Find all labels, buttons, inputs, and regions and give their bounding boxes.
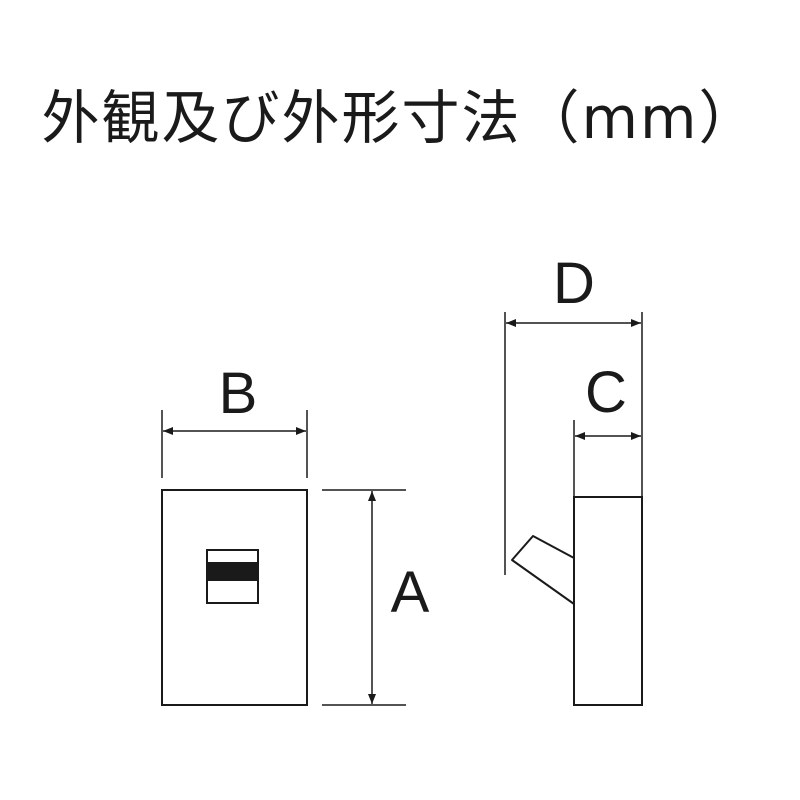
side-view-body	[573, 496, 643, 706]
dimension-b-label: B	[219, 361, 258, 426]
page-title: 外観及び外形寸法（mm）	[41, 84, 759, 152]
dimension-a: A	[322, 489, 430, 706]
dimension-a-label: A	[391, 560, 430, 625]
dimension-d-label: D	[553, 251, 595, 316]
front-view	[161, 489, 308, 706]
side-view	[511, 496, 643, 706]
front-view-body	[161, 489, 308, 706]
dimension-c-label: C	[585, 360, 627, 425]
side-view-handle	[511, 535, 575, 605]
dimension-b: B	[161, 361, 308, 478]
dimension-c: C	[573, 360, 641, 497]
breaker-handle	[207, 562, 258, 581]
dimension-d: D	[504, 251, 643, 575]
